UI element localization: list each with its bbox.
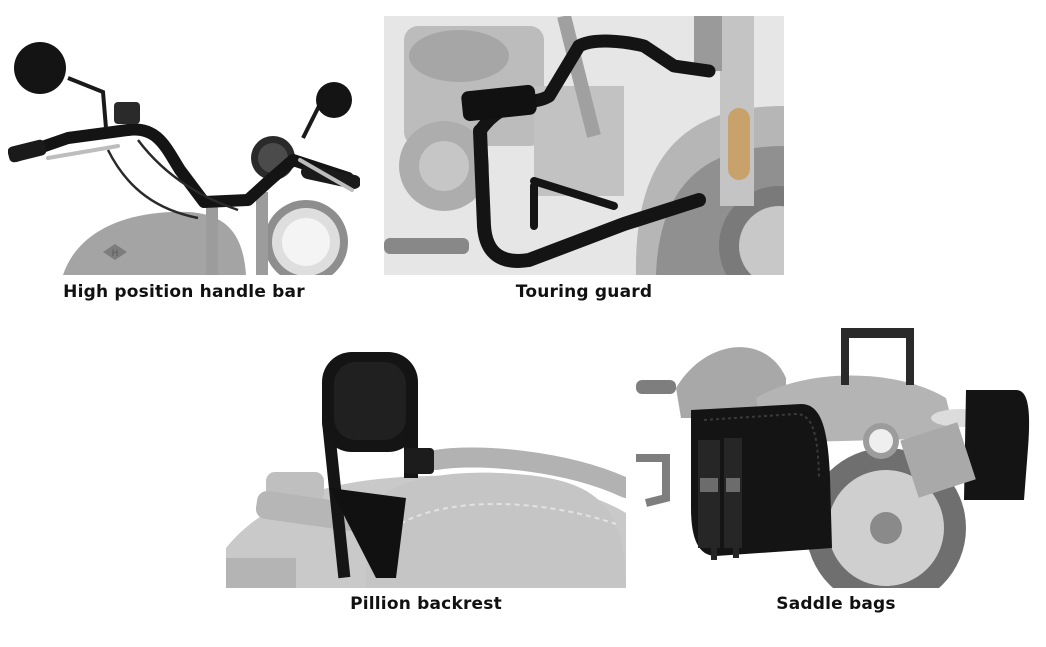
- svg-text:H: H: [112, 249, 119, 259]
- touring-guard-photo: [384, 16, 784, 275]
- handle-bar-photo: H: [8, 30, 360, 275]
- saddle-bags-illustration: [636, 328, 1036, 588]
- pillion-backrest-illustration: [226, 348, 626, 588]
- pillion-backrest-photo: [226, 348, 626, 588]
- touring-guard-illustration: [384, 16, 784, 275]
- pillion-backrest-caption: Pillion backrest: [350, 594, 502, 614]
- saddle-bags-photo: [636, 328, 1036, 588]
- handle-bar-illustration: H: [8, 42, 360, 275]
- saddle-bags-caption: Saddle bags: [776, 594, 896, 614]
- touring-guard-caption: Touring guard: [515, 282, 653, 302]
- handle-bar-caption: High position handle bar: [63, 282, 305, 302]
